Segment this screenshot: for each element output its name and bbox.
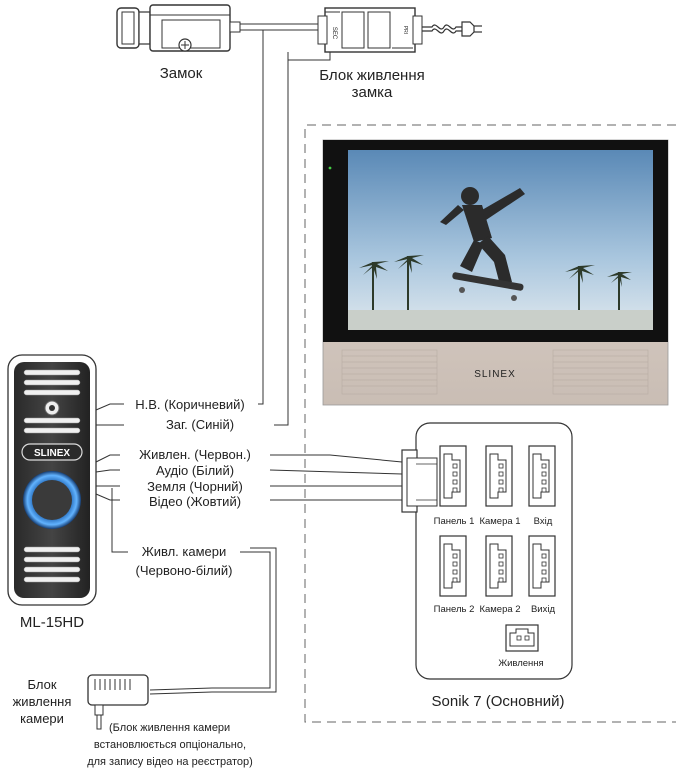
monitor-caption: Sonik 7 (Основний) (432, 693, 565, 710)
lock-device (116, 4, 241, 52)
conn-out1-label: Вхід (534, 516, 553, 527)
lock-psu-label-1: Блок живлення (319, 67, 425, 84)
conn-out2-label: Вихід (531, 604, 556, 615)
wire-cam-power-label-1: Живл. камери (142, 544, 227, 559)
panel-brand-logo: SLINEX (34, 448, 70, 459)
cam-psu-note-2: встановлюється опціонально, (94, 739, 246, 751)
cam-psu-label-2: живлення (13, 694, 72, 709)
wire-audio-label: Аудіо (Білий) (156, 463, 234, 478)
conn-panel1-connector (439, 445, 467, 507)
monitor-screen-image (348, 150, 653, 330)
conn-power-label: Живлення (498, 658, 543, 669)
conn-camera2-connector (485, 535, 513, 597)
wire-power-label: Живлен. (Червон.) (139, 447, 251, 462)
monitor-zone-border (304, 124, 676, 723)
call-panel-device: SLINEX (7, 354, 97, 606)
conn-camera1-label: Камера 1 (479, 516, 520, 527)
conn-panel2-connector (439, 535, 467, 597)
cam-psu-note-3: для запису відео на реєстратор) (87, 756, 253, 768)
plug-icon (461, 21, 475, 37)
wire-cam-power-label-2: (Червоно-білий) (136, 563, 233, 578)
panel-wires (95, 403, 403, 695)
monitor-device: SLINEX (322, 139, 669, 406)
cam-psu-label-1: Блок (27, 677, 56, 692)
cam-psu-label-3: камери (20, 711, 64, 726)
conn-out1-connector (528, 445, 556, 507)
conn-panel2-label: Панель 2 (434, 604, 475, 615)
conn-panel1-label: Панель 1 (434, 516, 475, 527)
monitor-brand-logo: SLINEX (474, 369, 516, 380)
wire-ground-label: Земля (Чорний) (147, 479, 243, 494)
lock-power-supply-device: SEC PRI (317, 7, 482, 53)
conn-power-connector (505, 624, 539, 652)
wire-video-label: Відео (Жовтий) (149, 494, 241, 509)
pri-label: PRI (402, 26, 408, 34)
wire-zag (274, 52, 289, 426)
conn-camera1-connector (485, 445, 513, 507)
conn-camera2-label: Камера 2 (479, 604, 520, 615)
connector-blocks (439, 445, 556, 652)
lock-label: Замок (160, 65, 203, 82)
lock-psu-label-2: замка (352, 84, 393, 101)
wire-nv-label: Н.В. (Коричневий) (135, 397, 244, 412)
camera-psu-device (87, 674, 149, 730)
panel-model-label: ML-15HD (20, 614, 84, 631)
sec-label: SEC (331, 27, 337, 40)
cam-psu-note-1: (Блок живлення камери (109, 722, 230, 734)
conn-out2-connector (528, 535, 556, 597)
panel-brand-badge (21, 443, 83, 461)
wire-zag-label: Заг. (Синій) (166, 417, 234, 432)
